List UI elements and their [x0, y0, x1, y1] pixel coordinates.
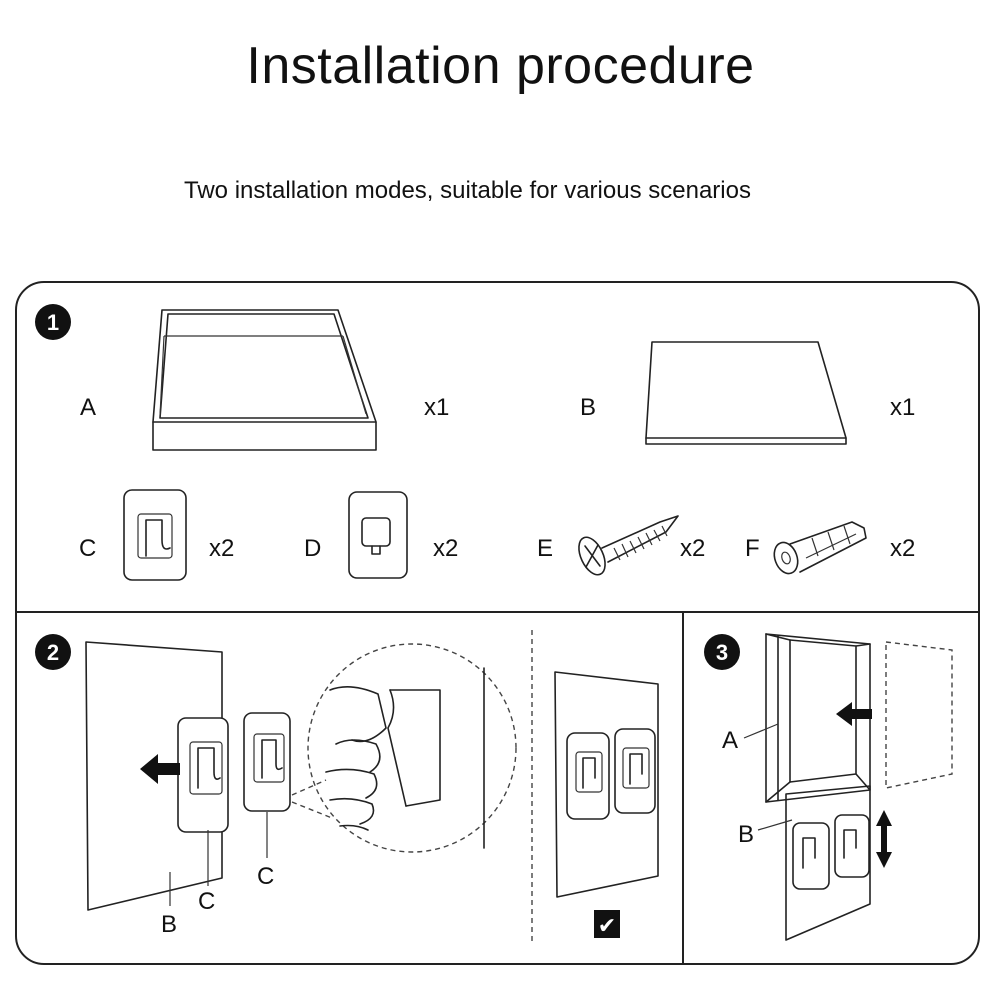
part-b-qty: x1 — [890, 394, 915, 421]
part-e-letter: E — [537, 535, 553, 562]
svg-text:1: 1 — [47, 310, 59, 335]
step2-push-arrow — [140, 754, 180, 784]
step1-badge: 1 — [35, 304, 71, 340]
part-c-letter: C — [79, 535, 96, 562]
part-a-qty: x1 — [424, 394, 449, 421]
page-subtitle: Two installation modes, suitable for var… — [184, 177, 751, 204]
part-c-hook — [123, 489, 187, 581]
part-d-hook — [348, 491, 408, 579]
step2-label-hook-front: C — [198, 888, 215, 915]
part-e-qty: x2 — [680, 535, 705, 562]
step3-badge: 3 — [704, 634, 740, 670]
step3-board — [785, 785, 871, 941]
part-b-board — [645, 341, 847, 445]
step2-hook-peeled — [243, 712, 291, 812]
part-a-frame — [152, 309, 377, 451]
step2-result-board — [554, 671, 659, 898]
step3-leader-frame — [743, 723, 779, 739]
part-e-screw — [578, 515, 679, 576]
svg-text:3: 3 — [716, 640, 728, 665]
step3-leader-board — [757, 819, 793, 831]
step3-label-board: B — [738, 821, 754, 848]
step3-label-frame: A — [722, 727, 738, 754]
svg-text:✔: ✔ — [598, 914, 616, 939]
part-d-qty: x2 — [433, 535, 458, 562]
svg-text:2: 2 — [47, 640, 59, 665]
step2-badge: 2 — [35, 634, 71, 670]
step3-vertical-arrow — [876, 810, 892, 868]
step2-magnifier — [291, 643, 517, 853]
part-f-anchor — [773, 521, 867, 575]
step2-hook-on-board — [177, 717, 229, 833]
part-f-qty: x2 — [890, 535, 915, 562]
part-d-letter: D — [304, 535, 321, 562]
step2-check-box: ✔ — [594, 910, 620, 939]
step3-ghost-panel — [885, 641, 953, 789]
instruction-panel — [15, 281, 980, 965]
step3-frame — [765, 633, 871, 803]
part-b-letter: B — [580, 394, 596, 421]
step2-label-board: B — [161, 911, 177, 938]
step2-label-hook-peel: C — [257, 863, 274, 890]
part-c-qty: x2 — [209, 535, 234, 562]
page-title: Installation procedure — [246, 37, 755, 95]
step2-board — [85, 641, 223, 911]
part-a-letter: A — [80, 394, 96, 421]
step3-insert-arrow — [836, 702, 872, 726]
part-f-letter: F — [745, 535, 760, 562]
